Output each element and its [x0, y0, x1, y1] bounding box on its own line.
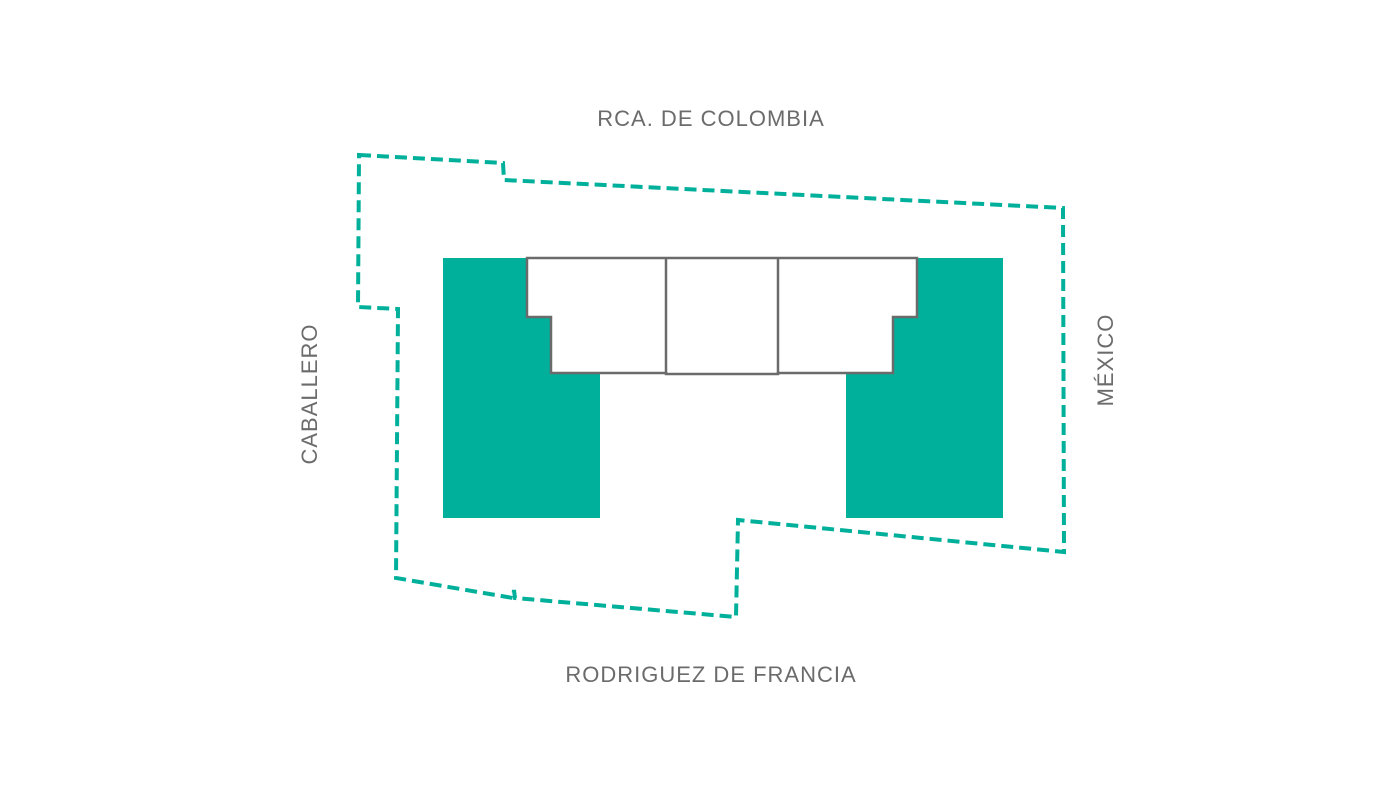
site-boundary-dashed: [355, 152, 1067, 620]
street-label-west: CABALLERO: [297, 323, 322, 465]
street-label-north: RCA. DE COLOMBIA: [597, 106, 825, 131]
street-label-east: MÉXICO: [1093, 313, 1118, 407]
street-label-south: RODRIGUEZ DE FRANCIA: [565, 662, 857, 687]
central-building-outline: [525, 256, 919, 376]
